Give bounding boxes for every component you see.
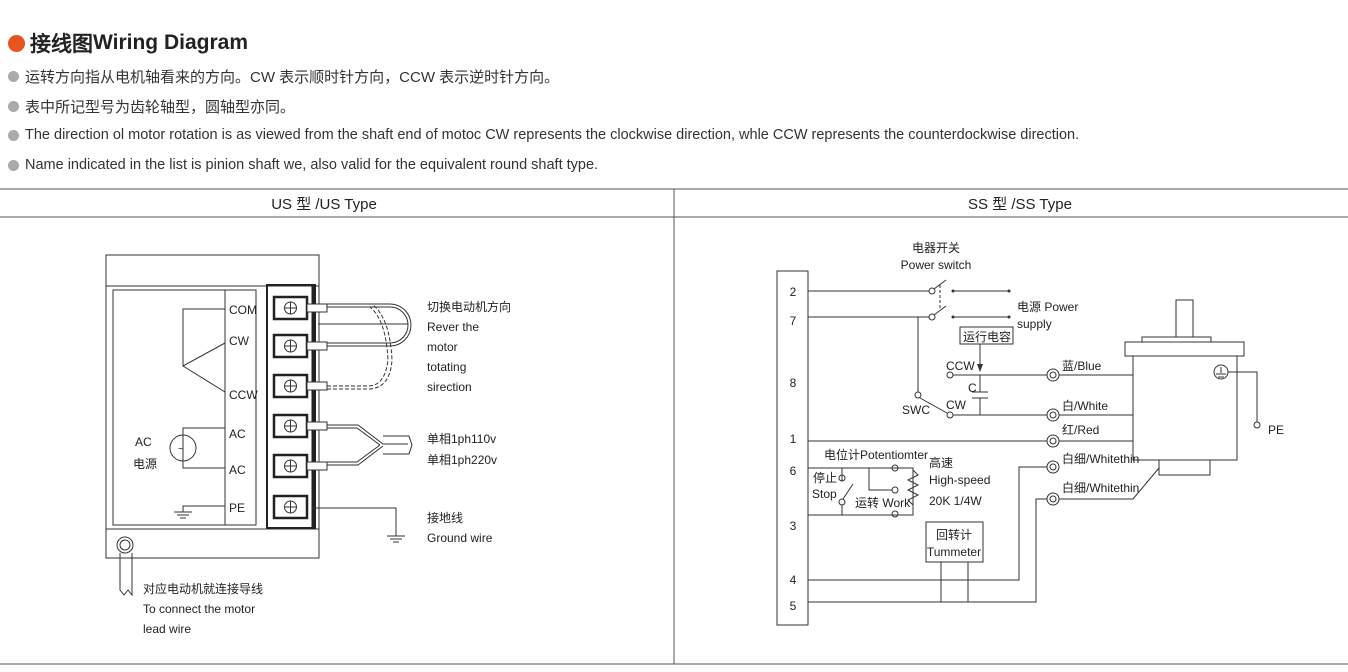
ground-wire-label: Ground wire xyxy=(427,531,493,545)
reverse-direction-label: totating xyxy=(427,360,466,374)
bullet-icon xyxy=(8,129,19,141)
tachometer-label: Tummeter xyxy=(927,545,981,559)
terminal-label: CCW xyxy=(229,388,258,402)
bullet-icon xyxy=(8,71,19,82)
terminal-screw-icon xyxy=(272,413,328,439)
title-en: Wiring Diagram xyxy=(93,31,248,54)
note-text: The direction ol motor rotation is as vi… xyxy=(25,127,1080,143)
bullet-icon xyxy=(8,101,19,112)
reverse-direction-label: 切换电动机方向 xyxy=(427,299,511,314)
ss-wires xyxy=(808,279,1160,603)
reverse-direction-label: motor xyxy=(427,340,458,354)
wire-terminal-icon xyxy=(1046,434,1060,448)
terminal-screw-icon xyxy=(272,453,328,479)
tachometer-label: 回转计 xyxy=(936,527,972,542)
potentiometer-label: 电位计Potentiomter xyxy=(824,447,928,462)
note: The direction ol motor rotation is as vi… xyxy=(8,127,1079,143)
ac-label: AC xyxy=(135,435,152,449)
terminal-label: PE xyxy=(229,501,245,515)
note-text: 表中所记型号为齿轮轴型，圆轴型亦同。 xyxy=(25,99,296,116)
wire-color-label: 红/Red xyxy=(1062,422,1099,437)
lead-wire-label: 对应电动机就连接导线 xyxy=(143,581,263,596)
terminal-label: CW xyxy=(229,334,250,348)
wire-color-label: 白细/Whitethin xyxy=(1062,480,1139,495)
pin-label: 4 xyxy=(790,573,797,587)
terminal-label: COM xyxy=(229,303,257,317)
reverse-direction-label: sirection xyxy=(427,380,472,394)
wire-terminal-icon xyxy=(1046,492,1060,506)
wire-color-label: 白/White xyxy=(1062,398,1108,413)
pin-label: 8 xyxy=(790,376,797,390)
power-switch-label: 电器开关 xyxy=(912,241,960,255)
lead-wire-label: lead wire xyxy=(143,622,191,636)
wire-color-label: 白细/Whitethin xyxy=(1062,451,1139,466)
pin-label: 6 xyxy=(790,464,797,478)
wire-color-label: 蓝/Blue xyxy=(1062,359,1102,373)
capacitor-c-label: C xyxy=(968,381,977,395)
table-frame xyxy=(0,188,1348,665)
stop-label: 停止 xyxy=(813,470,837,485)
us-type-header: US 型 /US Type xyxy=(271,196,377,213)
ccw-label: CCW xyxy=(946,359,975,373)
wire-terminal-icon xyxy=(1046,408,1060,422)
cw-label: CW xyxy=(946,398,967,412)
pin-label: 2 xyxy=(790,285,797,299)
high-speed-label: High-speed xyxy=(929,473,990,487)
svg-text:~: ~ xyxy=(178,444,184,455)
capacitor-box xyxy=(959,326,1014,345)
terminal-label: AC xyxy=(229,427,246,441)
reverse-direction-label: Rever the xyxy=(427,320,479,334)
ss-connector-block xyxy=(776,270,809,626)
note: 运转方向指从电机轴看来的方向。CW 表示顺时针方向，CCW 表示逆时针方向。 xyxy=(8,66,559,87)
title-cn: 接线图 xyxy=(30,33,93,56)
pin-label: 1 xyxy=(790,432,797,446)
resistor-rating-label: 20K 1/4W xyxy=(929,494,982,508)
stop-label: Stop xyxy=(812,487,837,501)
high-speed-label: 高速 xyxy=(929,455,953,470)
note-text: 运转方向指从电机轴看来的方向。CW 表示顺时针方向，CCW 表示逆时针方向。 xyxy=(25,69,560,86)
power-label: 单相1ph220v xyxy=(427,453,497,467)
wire-terminal-icon xyxy=(1046,368,1060,382)
ac-cn-label: 电源 xyxy=(133,457,157,471)
tachometer-box xyxy=(925,521,984,563)
lead-wire-label: To connect the motor xyxy=(143,602,255,616)
bullet-icon xyxy=(8,159,19,171)
power-supply-label: supply xyxy=(1017,317,1052,331)
terminal-screw-icon xyxy=(272,295,328,321)
note-text: Name indicated in the list is pinion sha… xyxy=(25,157,599,173)
note: Name indicated in the list is pinion sha… xyxy=(8,157,598,173)
terminal-screw-icon xyxy=(272,494,309,520)
terminal-label: AC xyxy=(229,463,246,477)
swc-label: SWC xyxy=(902,403,930,417)
bullet-icon xyxy=(8,34,25,52)
us-wires xyxy=(312,303,413,543)
pin-label: 3 xyxy=(790,519,797,533)
ac-source-icon xyxy=(169,434,197,462)
ground-wire-label: 接地线 xyxy=(427,510,463,525)
wire-terminal-icon xyxy=(1046,460,1060,474)
power-switch-label: Power switch xyxy=(901,258,972,272)
pin-label: 7 xyxy=(790,314,797,328)
motor-icon xyxy=(1124,299,1261,476)
power-supply-label: 电源 Power xyxy=(1017,300,1078,314)
us-controller: ~ xyxy=(105,254,320,597)
pin-label: 5 xyxy=(790,599,797,613)
terminal-screw-icon xyxy=(272,373,328,399)
pe-label: PE xyxy=(1268,423,1284,437)
work-label: 运转 Work xyxy=(855,495,911,510)
ss-type-header: SS 型 /SS Type xyxy=(968,196,1072,213)
power-label: 单相1ph110v xyxy=(427,432,496,446)
note: 表中所记型号为齿轮轴型，圆轴型亦同。 xyxy=(8,96,295,117)
capacitor-label: 运行电容 xyxy=(963,329,1011,344)
